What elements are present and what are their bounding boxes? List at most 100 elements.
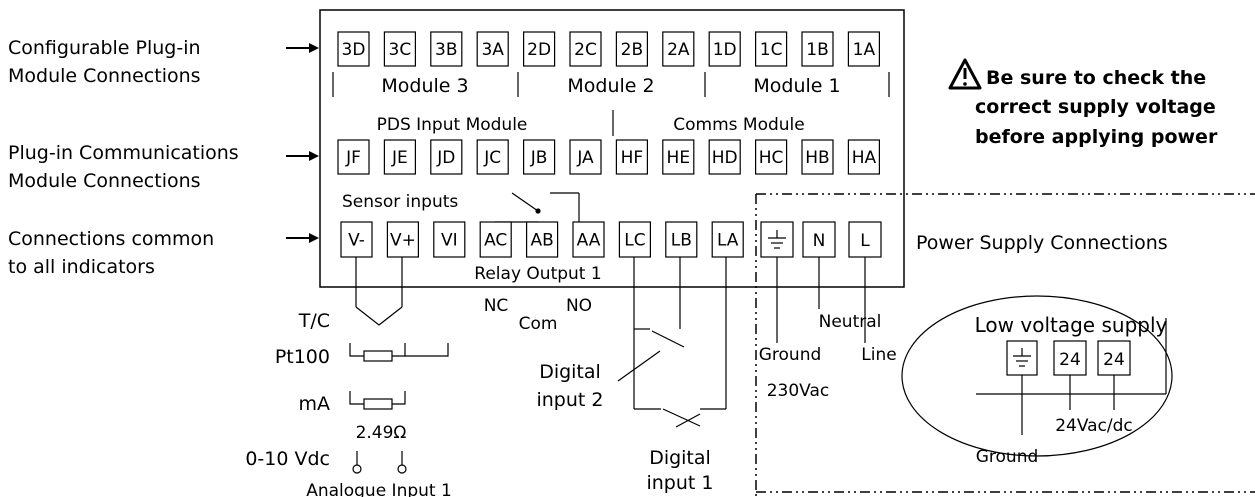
supply-terminals: N L — [760, 221, 882, 343]
tc-label: T/C — [298, 310, 330, 332]
low-voltage-supply: Low voltage supply 24 24 24Vac/dc Ground — [901, 295, 1173, 467]
terminal-v-minus-0: V- — [340, 221, 373, 258]
module-2-label: Module 2 — [567, 75, 654, 97]
terminal-label: 1B — [806, 40, 828, 60]
terminal-label: AB — [530, 231, 553, 251]
module-labels: Module 3 Module 2 Module 1 — [332, 72, 890, 97]
analogue-input-wiring: T/C Pt100 mA 2.49Ω 0-10 Vdc Analogue Inp… — [245, 257, 452, 497]
terminal-label: 2A — [667, 40, 690, 60]
terminal-label: 3D — [342, 40, 366, 60]
terminal-label: HE — [667, 148, 691, 168]
terminal-label: VI — [441, 231, 458, 251]
digital-input-2-line1: Digital — [539, 361, 601, 383]
terminal-ab-4: AB — [525, 221, 559, 258]
terminal-jd-2: JD — [430, 139, 463, 175]
lv-terminal-24-b-label: 24 — [1103, 350, 1125, 370]
module-3-label: Module 3 — [381, 75, 468, 97]
analogue-input-label: Analogue Input 1 — [306, 481, 452, 497]
terminal-label: JB — [530, 148, 548, 168]
terminal-label: HD — [712, 148, 738, 168]
terminal-jc-3: JC — [476, 139, 509, 175]
lv-terminal-earth — [1006, 340, 1038, 376]
terminal-lb-7: LB — [665, 221, 698, 258]
terminal-3d-0: 3D — [337, 31, 370, 67]
terminal-label: 3C — [389, 40, 412, 60]
terminal-label: 1A — [853, 40, 876, 60]
terminal-label: 2D — [527, 40, 551, 60]
lv-caption: 24Vac/dc — [1055, 416, 1133, 436]
pt100-resistor — [363, 350, 393, 362]
terminal-hf-6: HF — [615, 139, 649, 175]
label-plugin-line2: Module Connections — [8, 65, 201, 87]
sensor-inputs-label: Sensor inputs — [342, 192, 458, 212]
label-common-line1: Connections common — [8, 228, 214, 250]
pds-input-module-label: PDS Input Module — [377, 115, 528, 135]
terminal-label: AC — [484, 231, 507, 251]
terminal-2c-5: 2C — [569, 31, 602, 67]
terminal-2d-4: 2D — [522, 31, 556, 67]
low-voltage-label: Low voltage supply — [975, 313, 1168, 337]
relay-com-label: Com — [519, 314, 558, 334]
terminal-2a-7: 2A — [662, 31, 695, 67]
terminal-lc-6: LC — [618, 221, 652, 258]
relay-nc-label: NC — [484, 296, 509, 316]
relay-no-label: NO — [566, 296, 592, 316]
terminal-label: 1D — [713, 40, 737, 60]
terminal-label: 2B — [621, 40, 643, 60]
terminal-ac-3: AC — [479, 221, 512, 258]
relay-contact-labels: NC Com NO — [484, 296, 592, 334]
terminal-label: HA — [852, 148, 877, 168]
terminal-l-label: L — [860, 231, 870, 251]
pt100-label: Pt100 — [275, 346, 330, 368]
terminal-ja-5: JA — [569, 139, 602, 175]
label-common-line2: to all indicators — [8, 256, 155, 278]
lv-terminal-24-b: 24 — [1097, 340, 1131, 376]
digital-input-2-line2: input 2 — [536, 389, 603, 411]
label-plugin-line1: Configurable Plug-in — [8, 37, 201, 59]
mains-labels: Ground Neutral Line 230Vac — [759, 312, 897, 401]
digital-input-wiring: Digital input 2 Digital input 1 — [536, 257, 727, 494]
label-comms-line2: Module Connections — [8, 170, 201, 192]
terminal-hd-8: HD — [708, 139, 741, 175]
terminal-label: 2C — [574, 40, 597, 60]
terminal-label: V- — [348, 231, 365, 251]
terminal-jb-4: JB — [522, 139, 556, 175]
warning-notice: Be sure to check the correct supply volt… — [948, 58, 1218, 148]
power-supply-label: Power Supply Connections — [916, 232, 1168, 254]
terminal-label: JC — [483, 148, 501, 168]
warning-line3: before applying power — [975, 126, 1218, 148]
pointer-arrows — [286, 43, 319, 243]
terminal-label: V+ — [390, 231, 416, 251]
terminal-1a-11: 1A — [847, 31, 881, 67]
warning-icon — [948, 58, 982, 90]
terminal-vi-2: VI — [433, 221, 466, 258]
earth-icon — [768, 230, 786, 249]
warning-line1: Be sure to check the — [986, 67, 1206, 89]
terminal-ha-11: HA — [847, 139, 881, 175]
neutral-label: Neutral — [819, 312, 882, 332]
relay-output-label: Relay Output 1 — [474, 264, 601, 284]
terminal-2b-6: 2B — [615, 31, 649, 67]
lv-earth-icon — [1013, 348, 1031, 367]
ma-label: mA — [298, 393, 330, 415]
terminal-n-label: N — [813, 231, 826, 251]
terminal-n: N — [802, 221, 836, 258]
terminal-1c-9: 1C — [754, 31, 788, 67]
terminal-label: JF — [345, 148, 361, 168]
terminal-label: HF — [621, 148, 644, 168]
terminal-l: L — [848, 221, 882, 258]
terminal-label: JA — [576, 148, 594, 168]
terminal-label: LC — [624, 231, 645, 251]
terminal-jf-0: JF — [337, 139, 370, 175]
terminal-label: 3A — [481, 40, 504, 60]
terminal-hc-9: HC — [754, 139, 788, 175]
terminal-je-1: JE — [383, 139, 416, 175]
digital-input-1-line1: Digital — [649, 447, 711, 469]
voltage-230-label: 230Vac — [767, 381, 830, 401]
lv-terminal-24-a: 24 — [1053, 340, 1087, 376]
ma-resistor — [363, 398, 393, 410]
